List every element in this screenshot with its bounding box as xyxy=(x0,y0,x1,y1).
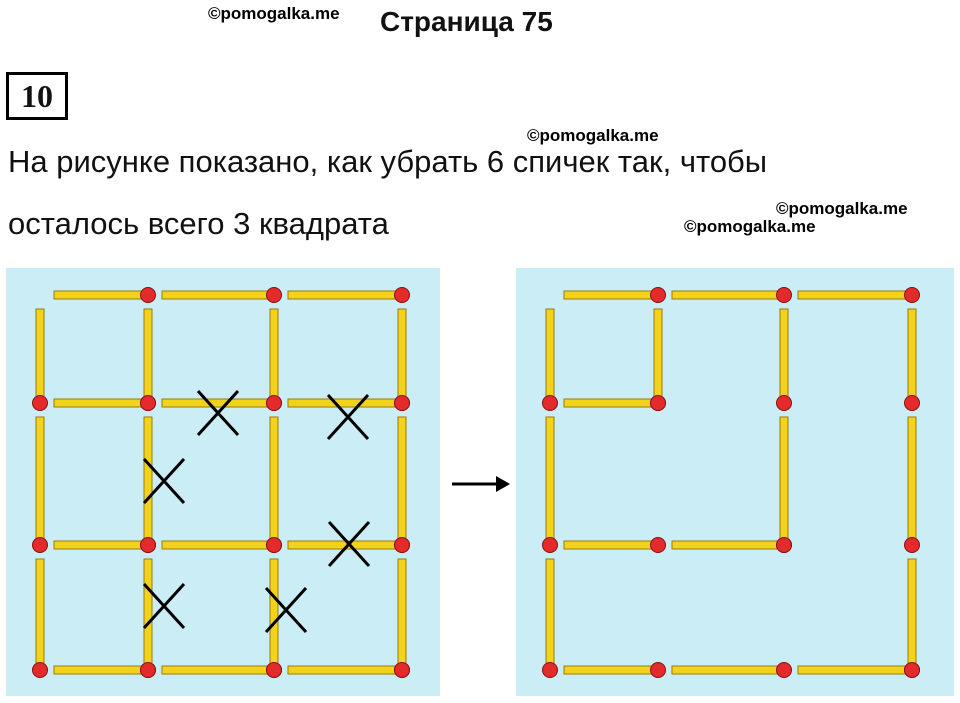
cross-mark xyxy=(326,393,370,441)
task-text-line-2: осталось всего 3 квадрата xyxy=(8,206,389,241)
match-stick xyxy=(287,395,410,411)
match-stick xyxy=(32,416,48,553)
match-stick xyxy=(394,416,410,553)
match-stick xyxy=(563,537,666,553)
match-stick xyxy=(140,558,156,678)
match-stick xyxy=(266,558,282,678)
watermark-top: ©pomogalka.me xyxy=(208,4,340,23)
match-stick xyxy=(650,308,666,411)
task-text-line-1: На рисунке показано, как убрать 6 спичек… xyxy=(8,144,768,179)
match-stick xyxy=(542,308,558,411)
match-stick xyxy=(287,287,410,303)
watermark-3: ©pomogalka.me xyxy=(684,217,816,236)
match-stick xyxy=(776,416,792,553)
match-stick xyxy=(797,662,920,678)
match-stick xyxy=(797,287,920,303)
match-stick xyxy=(140,308,156,411)
task-number: 10 xyxy=(6,72,68,120)
match-stick xyxy=(32,558,48,678)
match-stick xyxy=(671,287,792,303)
page-title: Страница 75 xyxy=(380,6,553,37)
match-stick xyxy=(287,662,410,678)
match-stick xyxy=(671,537,792,553)
match-stick xyxy=(394,558,410,678)
match-stick xyxy=(32,308,48,411)
match-stick xyxy=(161,287,282,303)
right-arrow-icon xyxy=(450,472,512,496)
match-stick xyxy=(904,308,920,411)
watermark-1: ©pomogalka.me xyxy=(527,126,659,145)
watermark-2: ©pomogalka.me xyxy=(776,199,908,218)
match-stick xyxy=(542,416,558,553)
left-figure-panel xyxy=(6,268,440,696)
cross-mark xyxy=(196,389,240,437)
match-stick xyxy=(161,537,282,553)
cross-mark xyxy=(142,457,186,505)
right-matchstick-grid xyxy=(542,287,920,678)
cross-mark xyxy=(142,582,186,630)
match-stick xyxy=(904,416,920,553)
match-stick xyxy=(563,287,666,303)
match-stick xyxy=(394,308,410,411)
match-stick xyxy=(161,662,282,678)
right-figure-panel xyxy=(516,268,954,696)
match-stick xyxy=(266,416,282,553)
match-stick xyxy=(53,287,156,303)
cross-mark xyxy=(264,586,308,634)
cross-mark xyxy=(327,520,371,568)
match-stick xyxy=(140,416,156,553)
match-stick xyxy=(776,308,792,411)
match-stick xyxy=(563,662,666,678)
match-stick xyxy=(671,662,792,678)
match-stick xyxy=(266,308,282,411)
match-stick xyxy=(542,558,558,678)
left-matchstick-grid xyxy=(32,287,410,678)
match-stick xyxy=(904,558,920,678)
